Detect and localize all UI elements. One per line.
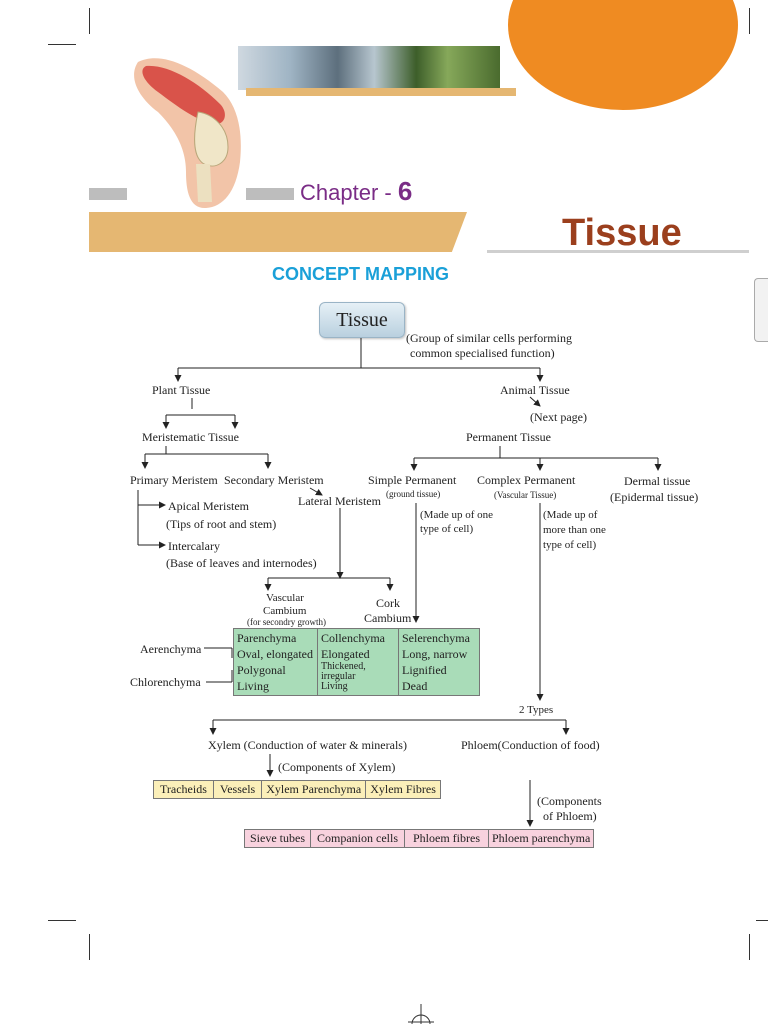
- crop-mark: [89, 934, 90, 960]
- phloem-components-line2: of Phloem): [543, 809, 597, 823]
- vascular-cambium-line2: Cambium: [263, 605, 307, 617]
- xylem-components-label: (Components of Xylem): [278, 760, 396, 774]
- crop-mark: [48, 44, 76, 45]
- tissue-definition-line2: common specialised function): [410, 346, 555, 360]
- two-types-label: 2 Types: [519, 704, 554, 716]
- crop-mark: [48, 920, 76, 921]
- secondary-meristem-label: Secondary Meristem: [224, 473, 324, 487]
- xylem-item: Xylem Fibres: [365, 780, 441, 799]
- tissue-root-node: Tissue: [319, 302, 405, 338]
- lateral-meristem-label: Lateral Meristem: [298, 494, 381, 508]
- aerenchyma-label: Aerenchyma: [140, 642, 202, 656]
- chapter-number: 6: [397, 176, 413, 206]
- phloem-item: Companion cells: [310, 829, 405, 848]
- complex-permanent-sub: (Vascular Tissue): [494, 490, 557, 500]
- crop-mark: [756, 920, 768, 921]
- complex-permanent-note3: type of cell): [543, 539, 597, 551]
- side-tab: [754, 278, 768, 342]
- plant-tissue-label: Plant Tissue: [152, 383, 211, 397]
- sclerenchyma-cell: Selerenchyma Long, narrow Lignified Dead: [398, 628, 480, 696]
- meristematic-tissue-label: Meristematic Tissue: [142, 430, 240, 444]
- dermal-tissue-label: Dermal tissue: [624, 474, 691, 488]
- simple-permanent-note1: (Made up of one: [420, 509, 494, 521]
- phloem-components-line1: (Components: [537, 794, 602, 808]
- animal-tissue-note: (Next page): [530, 410, 587, 424]
- crop-mark: [749, 8, 750, 34]
- phloem-item: Phloem parenchyma: [487, 829, 595, 848]
- cork-cambium-line1: Cork: [376, 596, 400, 610]
- collenchyma-cell: Collenchyma Elongated Thickened, irregul…: [317, 628, 399, 696]
- vascular-cambium-line1: Vascular: [266, 592, 304, 604]
- intercalary-label: Intercalary: [168, 539, 220, 553]
- intercalary-note: (Base of leaves and internodes): [166, 556, 317, 570]
- dermal-tissue-sub: (Epidermal tissue): [610, 490, 699, 504]
- xylem-label: Xylem (Conduction of water & minerals): [208, 738, 407, 752]
- apical-meristem-note: (Tips of root and stem): [166, 517, 277, 531]
- parenchyma-cell: Parenchyma Oval, elongated Polygonal Liv…: [233, 628, 318, 696]
- banner-photo-strip: [238, 46, 500, 90]
- simple-tissue-table: Parenchyma Oval, elongated Polygonal Liv…: [233, 628, 480, 696]
- banner-band: [246, 88, 516, 96]
- chlorenchyma-label: Chlorenchyma: [130, 675, 201, 689]
- simple-permanent-sub: (ground tissue): [386, 489, 441, 499]
- xylem-item: Xylem Parenchyma: [261, 780, 367, 799]
- chapter-label: Chapter - 6: [300, 176, 413, 206]
- xylem-components-table: Tracheids Vessels Xylem Parenchyma Xylem…: [153, 780, 441, 799]
- xylem-item: Vessels: [212, 780, 263, 799]
- simple-permanent-note2: type of cell): [420, 523, 474, 535]
- title-underline: [487, 250, 749, 253]
- chapter-grey-bar-right: [246, 188, 294, 200]
- phloem-item: Phloem fibres: [404, 829, 489, 848]
- primary-meristem-label: Primary Meristem: [130, 473, 218, 487]
- phloem-item: Sieve tubes: [244, 829, 311, 848]
- registration-mark-icon: [408, 1004, 434, 1024]
- phloem-components-table: Sieve tubes Companion cells Phloem fibre…: [244, 829, 595, 848]
- complex-permanent-note2: more than one: [543, 524, 606, 536]
- tissue-definition-line1: (Group of similar cells performing: [406, 331, 572, 345]
- chapter-title: Tissue: [562, 212, 682, 254]
- knee-illustration: [134, 58, 241, 209]
- section-heading: CONCEPT MAPPING: [272, 264, 450, 284]
- crop-mark: [749, 934, 750, 960]
- phloem-label: Phloem(Conduction of food): [461, 738, 600, 752]
- complex-permanent-label: Complex Permanent: [477, 473, 576, 487]
- animal-tissue-label: Animal Tissue: [500, 383, 570, 397]
- cork-cambium-line2: Cambium: [364, 611, 412, 625]
- apical-meristem-label: Apical Meristem: [168, 499, 249, 513]
- complex-permanent-note1: (Made up of: [543, 509, 598, 521]
- chapter-grey-bar-left: [89, 188, 127, 200]
- permanent-tissue-label: Permanent Tissue: [466, 430, 552, 444]
- chapter-orange-bar: [89, 212, 467, 252]
- xylem-item: Tracheids: [153, 780, 214, 799]
- vascular-cambium-note: (for secondry growth): [247, 617, 326, 627]
- crop-mark: [89, 8, 90, 34]
- simple-permanent-label: Simple Permanent: [368, 473, 457, 487]
